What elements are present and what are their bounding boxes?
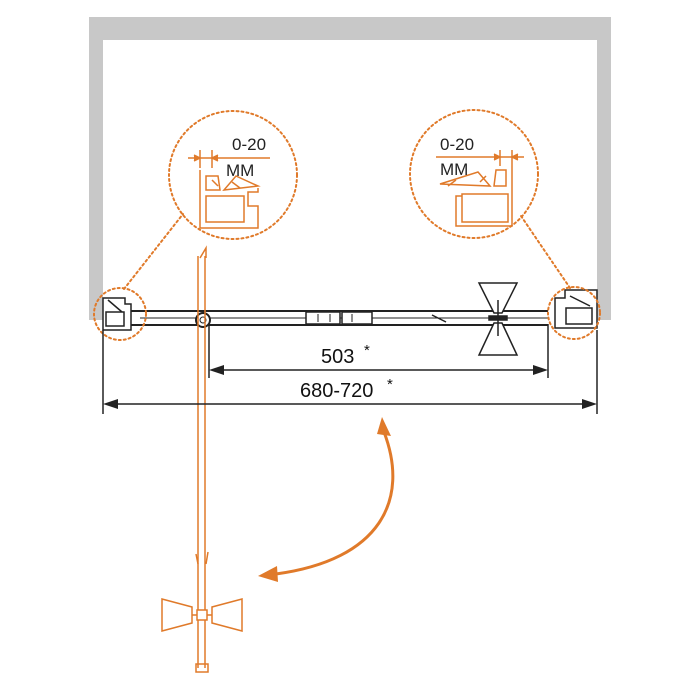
arrow-opening-left — [209, 365, 224, 375]
door-track — [130, 310, 548, 328]
profile-left-inner — [105, 311, 125, 327]
bowtie-bottom — [477, 322, 519, 356]
arrow-opening-right — [533, 365, 548, 375]
panel-connector-right — [341, 311, 373, 325]
handle-bowtie-icon — [477, 282, 519, 356]
tolerance-unit-right: ММ — [440, 160, 468, 179]
swing-handle-clip — [196, 609, 208, 621]
swing-door — [161, 245, 243, 673]
swing-arrowhead-top — [377, 417, 391, 436]
swing-arrow — [258, 417, 395, 582]
wall — [89, 17, 611, 320]
bowtie-top — [477, 282, 519, 314]
arrow-overall-right — [582, 399, 597, 409]
wall-outline — [89, 17, 611, 320]
detail-left-seal — [222, 175, 261, 191]
detail-circle-right — [409, 109, 539, 239]
bowtie-clip — [488, 315, 508, 321]
dim-opening-mark: * — [364, 342, 370, 359]
tolerance-unit-left: ММ — [226, 161, 254, 180]
callout-line-left — [123, 213, 184, 290]
profile-circle-left — [93, 287, 147, 341]
tolerance-range-left: 0-20 — [232, 135, 266, 154]
detail-right-inner — [461, 193, 509, 223]
dim-overall-mark: * — [387, 376, 393, 393]
profile-circle-right — [547, 286, 601, 340]
swing-arc — [275, 431, 395, 576]
detail-left-content: 0-20 ММ — [188, 135, 270, 229]
detail-circle-left — [168, 110, 298, 240]
tolerance-range-right: 0-20 — [440, 135, 474, 154]
swing-door-foot — [195, 663, 209, 673]
detail-left-arrow-a — [193, 154, 202, 162]
profile-right-inner — [565, 307, 593, 325]
detail-left-inner — [205, 195, 245, 223]
detail-right-arrow-a — [493, 153, 502, 161]
detail-left-wedge — [205, 175, 221, 191]
wall-profile-right — [554, 289, 598, 329]
detail-callouts — [93, 109, 601, 341]
detail-right-arrow-b — [510, 153, 519, 161]
arrow-overall-left — [103, 399, 118, 409]
wall-profile-left — [102, 297, 132, 331]
dimension-arrows — [103, 365, 597, 409]
detail-left-seal-2 — [211, 179, 241, 189]
swing-handle-left — [161, 598, 193, 632]
panel-connector-left — [305, 311, 341, 325]
detail-left-profile — [199, 170, 259, 229]
swing-door-hinge-mid — [195, 551, 209, 565]
detail-right-wedge — [493, 169, 507, 187]
detail-right-profile — [455, 166, 513, 227]
dim-overall-value: 680-720 — [300, 380, 373, 402]
profile-right-slash — [569, 295, 591, 307]
detail-right-content: 0-20 ММ — [436, 135, 524, 227]
detail-left-arrow-b — [210, 154, 219, 162]
swing-handle-right — [211, 598, 243, 632]
dimension-lines — [102, 324, 598, 414]
profile-left-slash — [107, 299, 123, 313]
detail-right-seal-2 — [447, 175, 487, 187]
swing-arrowhead-bottom — [258, 566, 278, 582]
swing-door-hinge-top — [199, 245, 207, 259]
callout-line-right — [520, 215, 571, 289]
dim-opening-value: 503 — [321, 346, 354, 368]
glass-end-mark — [431, 314, 447, 323]
